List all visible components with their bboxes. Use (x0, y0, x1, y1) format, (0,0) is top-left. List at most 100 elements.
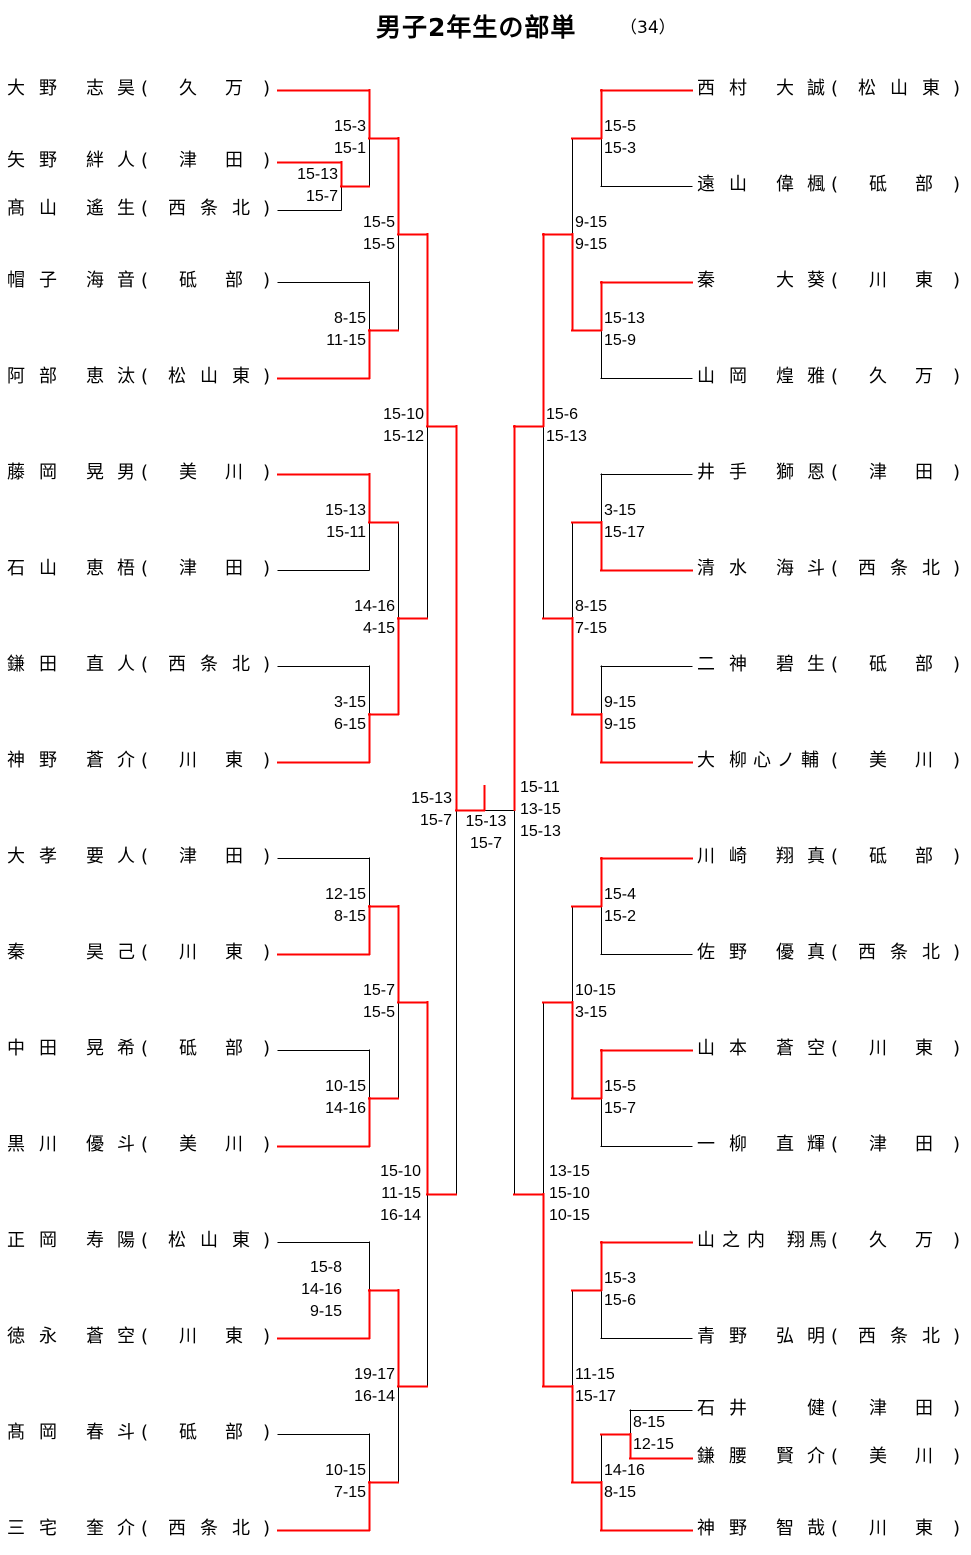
player-given-name: 碧生 (776, 654, 825, 675)
game-score: 15-7 (362, 982, 395, 999)
paren-close: ) (953, 1518, 961, 1539)
game-score: 15-7 (604, 1100, 637, 1117)
paren-open: ( (141, 1038, 149, 1059)
game-score: 3-15 (604, 502, 637, 519)
player-given-name: 恵梧 (86, 558, 135, 579)
paren-close: ) (263, 1326, 271, 1347)
paren-close: ) (953, 174, 961, 195)
paren-close: ) (953, 750, 961, 771)
player-given-name: 優斗 (86, 1134, 135, 1155)
game-score: 15-7 (419, 812, 452, 829)
right-player-entry: 清水海斗(西条北) (697, 558, 965, 580)
paren-open: ( (141, 1230, 149, 1251)
left-match-score: 15-7 15-5 (363, 980, 395, 1024)
left-player-entry: 石山恵梧(津田) (7, 558, 275, 580)
player-surname: 矢野 (7, 150, 57, 171)
player-given-name: 煌雅 (776, 366, 825, 387)
left-player-entry: 三宅奎介(西条北) (7, 1518, 275, 1540)
player-surname: 中田 (7, 1038, 57, 1059)
game-score: 15-13 (325, 502, 366, 519)
right-player-entry: 井手獅恩(津田) (697, 462, 965, 484)
game-score: 14-16 (604, 1462, 645, 1479)
game-score: 15-7 (305, 188, 338, 205)
entry-count: （34） (620, 18, 676, 38)
paren-close: ) (263, 462, 271, 483)
right-player-entry: 秦大葵(川東) (697, 270, 965, 292)
player-school: 砥部 (869, 174, 933, 195)
game-score: 6-15 (333, 716, 366, 733)
paren-open: ( (141, 78, 149, 99)
player-surname: 黒川 (7, 1134, 57, 1155)
player-school: 川東 (179, 750, 243, 771)
game-score: 15-7 (469, 835, 503, 852)
game-score: 15-11 (326, 524, 366, 541)
game-score: 9-15 (604, 716, 637, 733)
player-given-name: 要人 (86, 846, 135, 867)
game-score: 15-12 (383, 428, 424, 445)
game-score: 15-17 (604, 524, 645, 541)
paren-open: ( (831, 270, 839, 291)
paren-open: ( (831, 1230, 839, 1251)
game-score: 13-15 (520, 801, 561, 818)
left-match-score: 15-13 15-7 (411, 788, 452, 832)
player-surname: 帽子 (7, 270, 57, 291)
player-given-name: 遙生 (86, 198, 135, 219)
player-school: 津田 (179, 558, 243, 579)
paren-close: ) (953, 78, 961, 99)
game-score: 15-5 (362, 1004, 395, 1021)
paren-open: ( (831, 846, 839, 867)
player-given-name: 翔馬 (787, 1230, 829, 1251)
player-school: 川東 (869, 270, 933, 291)
right-player-entry: 川崎翔真(砥部) (697, 846, 965, 868)
paren-close: ) (953, 846, 961, 867)
player-given-name: 大葵 (776, 270, 825, 291)
left-player-entry: 髙岡春斗(砥部) (7, 1422, 275, 1444)
player-surname: 井手 (697, 462, 747, 483)
paren-open: ( (141, 1326, 149, 1347)
game-score: 9-15 (309, 1303, 342, 1320)
right-player-entry: 山本蒼空(川東) (697, 1038, 965, 1060)
paren-close: ) (953, 558, 961, 579)
game-score: 15-5 (362, 214, 395, 231)
player-school: 西条北 (858, 558, 940, 579)
player-school: 砥部 (179, 1422, 243, 1443)
left-player-entry: 大孝要人(津田) (7, 846, 275, 868)
player-surname: 石山 (7, 558, 57, 579)
player-school: 松山東 (168, 366, 250, 387)
game-score: 15-13 (546, 428, 587, 445)
left-player-entry: 髙山遙生(西条北) (7, 198, 275, 220)
paren-open: ( (831, 1326, 839, 1347)
player-school: 川東 (869, 1038, 933, 1059)
right-match-score: 3-15 15-17 (604, 500, 645, 544)
game-score: 15-9 (604, 332, 637, 349)
player-school: 川東 (179, 1326, 243, 1347)
right-player-entry: 鎌腰賢介(美川) (697, 1446, 965, 1468)
paren-open: ( (141, 462, 149, 483)
player-given-name: 翔真 (776, 846, 825, 867)
player-school: 西条北 (858, 1326, 940, 1347)
left-player-entry: 神野蒼介(川東) (7, 750, 275, 772)
player-given-name: 智哉 (776, 1518, 825, 1539)
player-school: 川東 (869, 1518, 933, 1539)
game-score: 15-13 (411, 790, 452, 807)
paren-open: ( (831, 1038, 839, 1059)
right-player-entry: 西村大誠(松山東) (697, 78, 965, 100)
player-surname: 西村 (697, 78, 747, 99)
paren-open: ( (141, 366, 149, 387)
player-surname: 秦 (7, 942, 27, 964)
player-surname: 藤岡 (7, 462, 57, 483)
player-surname: 神野 (697, 1518, 747, 1539)
game-score: 15-3 (604, 1270, 637, 1287)
right-player-entry: 石井健(津田) (697, 1398, 965, 1420)
paren-close: ) (953, 1230, 961, 1251)
game-score: 16-14 (380, 1207, 421, 1224)
paren-open: ( (831, 1446, 839, 1467)
